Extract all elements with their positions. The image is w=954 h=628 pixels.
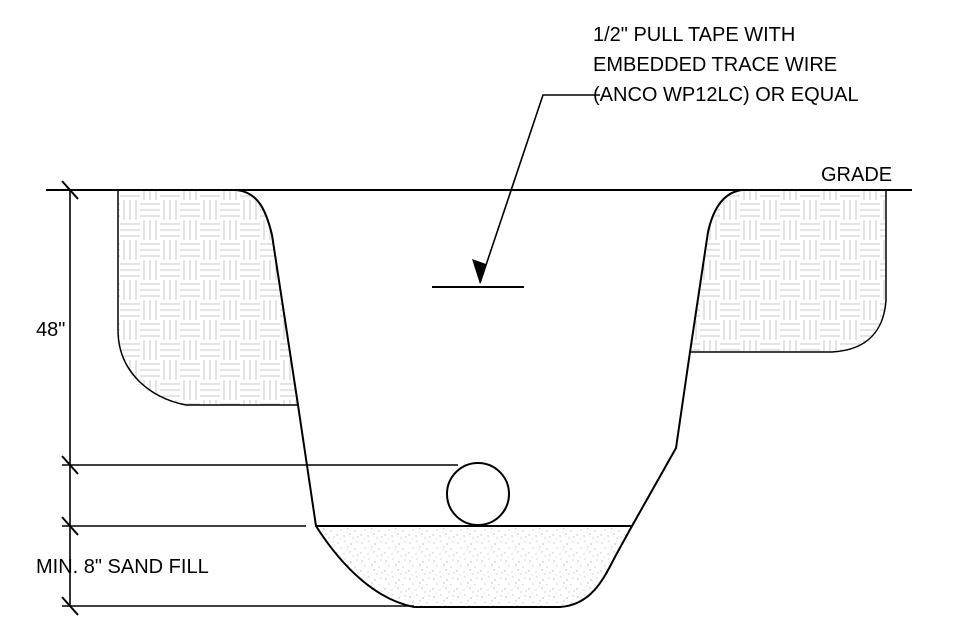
conduit-pipe (446, 462, 510, 526)
right-soil-hatch (689, 189, 887, 353)
dimension-tick-grade (61, 180, 79, 200)
callout-text-line-2: EMBEDDED TRACE WIRE (593, 54, 837, 76)
sand-fill-area (316, 526, 632, 607)
trench-outline (235, 189, 743, 608)
depth-dimension-label: 48" (36, 319, 65, 341)
dimension-tick-bottom (61, 596, 79, 616)
callout-leader (479, 94, 600, 284)
sand-fill-dimension-label: MIN. 8" SAND FILL (36, 556, 209, 578)
dimension-tick-sand-top (61, 516, 79, 536)
left-soil-hatch (117, 189, 299, 406)
dimension-tick-depth (61, 455, 79, 475)
callout-arrowhead (472, 259, 486, 284)
callout-text-line-3: (ANCO WP12LC) OR EQUAL (593, 84, 859, 106)
grade-label: GRADE (821, 164, 892, 186)
callout-text-line-1: 1/2" PULL TAPE WITH (593, 24, 795, 46)
